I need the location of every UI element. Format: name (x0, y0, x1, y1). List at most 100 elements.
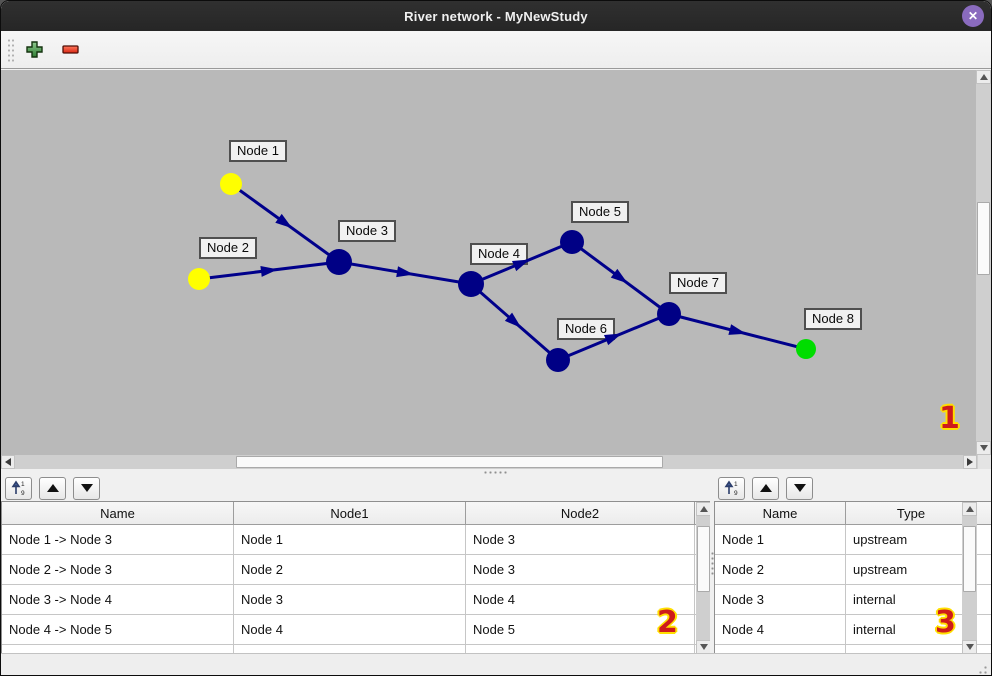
node-label-node-2[interactable]: Node 2 (199, 237, 257, 259)
network-graph (188, 173, 816, 372)
node-label-node-7[interactable]: Node 7 (669, 272, 727, 294)
node-node-7[interactable] (657, 302, 681, 326)
arrow-down-icon (699, 644, 708, 650)
add-button[interactable] (22, 38, 46, 62)
scroll-up-button[interactable] (976, 70, 991, 84)
column-header-type[interactable]: Type (846, 502, 977, 524)
flow-direction-arrow-icon (604, 333, 622, 346)
column-header-node1[interactable]: Node1 (234, 502, 466, 524)
table-cell: internal (846, 615, 977, 644)
annotation-mark-3: 3 (935, 605, 956, 640)
node-labels-layer: Node 1 Node 2 Node 3 Node 4 Node 5 Node 6 Node… (1, 70, 978, 455)
vertical-scroll-thumb[interactable] (977, 202, 990, 275)
reaches-toolbar: 1 9 (1, 475, 710, 501)
vertical-scroll-thumb[interactable] (697, 526, 710, 592)
column-header-name[interactable]: Name (715, 502, 846, 524)
table-cell: upstream (846, 525, 977, 554)
canvas-horizontal-scrollbar[interactable] (1, 455, 978, 469)
vertical-scroll-thumb[interactable] (963, 526, 976, 592)
canvas-vertical-scrollbar[interactable] (976, 70, 991, 455)
arrow-left-icon (5, 458, 11, 466)
node-node-8[interactable] (796, 339, 816, 359)
move-up-button[interactable] (39, 476, 66, 500)
node-node-5[interactable] (560, 230, 584, 254)
node-label-node-8[interactable]: Node 8 (804, 308, 862, 330)
move-down-button[interactable] (73, 476, 100, 500)
move-down-button[interactable] (786, 476, 813, 500)
remove-button[interactable] (58, 38, 82, 62)
sort-button[interactable]: 1 9 (5, 476, 32, 500)
table-cell: Node 5 (466, 615, 695, 644)
table-cell: internal (846, 585, 977, 614)
node-node-4[interactable] (458, 271, 484, 297)
close-button[interactable]: ✕ (962, 5, 984, 27)
vertical-splitter[interactable] (710, 475, 714, 653)
titlebar[interactable]: River network - MyNewStudy ✕ (1, 1, 991, 31)
flow-direction-arrow-icon (728, 324, 747, 335)
table-cell: Node 2 (234, 555, 466, 584)
close-icon: ✕ (967, 9, 979, 23)
status-bar (1, 653, 991, 675)
scrollbar-corner (978, 455, 991, 469)
table-row-partial (715, 645, 991, 653)
toolbar-grip-handle[interactable] (7, 37, 14, 62)
scroll-up-button[interactable] (696, 502, 711, 516)
svg-text:1: 1 (21, 481, 25, 488)
table-cell (466, 645, 695, 653)
horizontal-scroll-thumb[interactable] (236, 456, 663, 468)
table-cell (846, 645, 977, 653)
arrow-up-icon (699, 506, 708, 512)
table-row-partial (2, 645, 710, 653)
river-network-canvas[interactable]: Node 1 Node 2 Node 3 Node 4 Node 5 Node 6 Node… (1, 70, 978, 455)
scroll-down-button[interactable] (962, 640, 977, 654)
nodes-table-scrollbar[interactable] (962, 502, 977, 654)
triangle-down-icon (80, 484, 93, 492)
sort-button[interactable]: 1 9 (718, 476, 745, 500)
window-resize-grip[interactable] (975, 662, 988, 675)
node-label-node-4[interactable]: Node 4 (470, 243, 528, 265)
node-label-node-6[interactable]: Node 6 (557, 318, 615, 340)
node-label-node-5[interactable]: Node 5 (571, 201, 629, 223)
table-cell: Node 4 (466, 585, 695, 614)
arrow-down-icon (965, 644, 974, 650)
plus-icon (25, 41, 43, 58)
scroll-left-button[interactable] (1, 455, 15, 469)
svg-text:9: 9 (21, 490, 25, 496)
node-node-2[interactable] (188, 268, 210, 290)
scroll-right-button[interactable] (963, 455, 977, 469)
node-label-node-1[interactable]: Node 1 (229, 140, 287, 162)
scroll-up-button[interactable] (962, 502, 977, 516)
flow-direction-arrow-icon (260, 266, 278, 277)
flow-direction-arrow-icon (610, 268, 628, 284)
column-header-name[interactable]: Name (2, 502, 234, 524)
horizontal-splitter[interactable] (1, 469, 991, 475)
reaches-table-scrollbar[interactable] (696, 502, 711, 654)
node-label-node-3[interactable]: Node 3 (338, 220, 396, 242)
node-node-6[interactable] (546, 348, 570, 372)
column-header-node2[interactable]: Node2 (466, 502, 695, 524)
table-cell: Node 1 (715, 525, 846, 554)
node-node-3[interactable] (326, 249, 352, 275)
scroll-down-button[interactable] (696, 640, 711, 654)
scroll-down-button[interactable] (976, 441, 991, 455)
flow-direction-arrow-icon (275, 213, 293, 229)
table-cell: Node 2 (715, 555, 846, 584)
node-node-1[interactable] (220, 173, 242, 195)
move-up-button[interactable] (752, 476, 779, 500)
